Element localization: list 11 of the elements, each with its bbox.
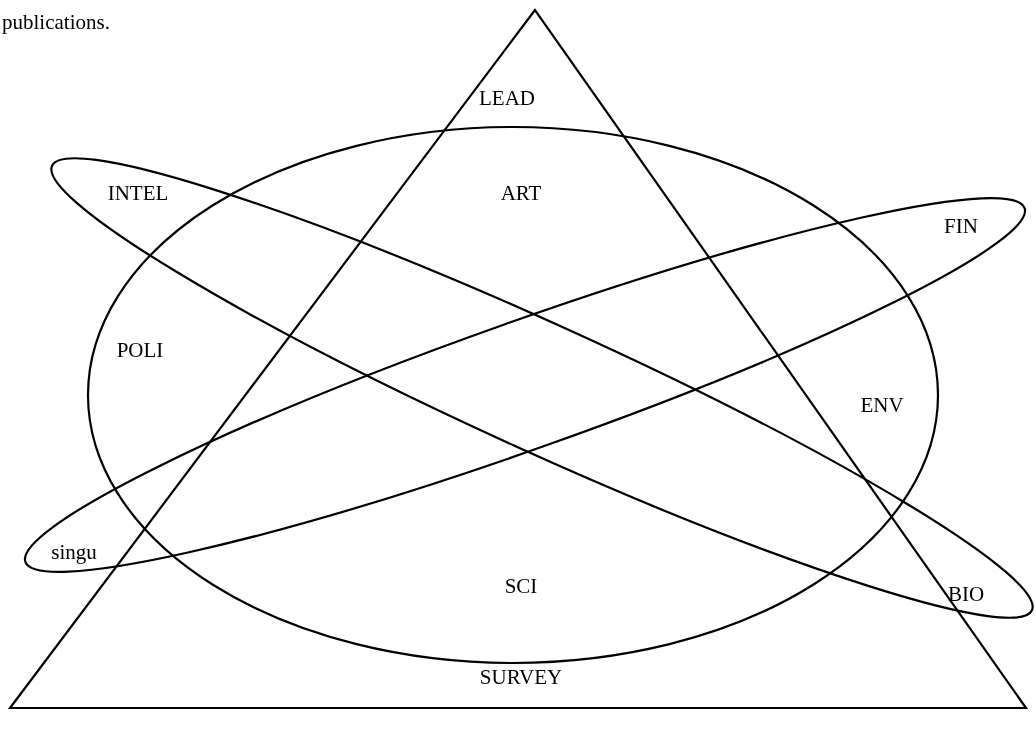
text-fragment: publications. — [2, 11, 110, 33]
region-label: FIN — [944, 215, 978, 237]
region-label: LEAD — [479, 87, 535, 109]
region-label: singu — [51, 541, 97, 563]
region-label: ART — [500, 182, 542, 204]
region-label: ENV — [860, 394, 904, 416]
region-label: INTEL — [107, 182, 169, 204]
region-label: POLI — [116, 339, 164, 361]
region-label: SURVEY — [479, 666, 563, 688]
region-label: SCI — [504, 575, 538, 597]
region-label: BIO — [947, 583, 985, 605]
